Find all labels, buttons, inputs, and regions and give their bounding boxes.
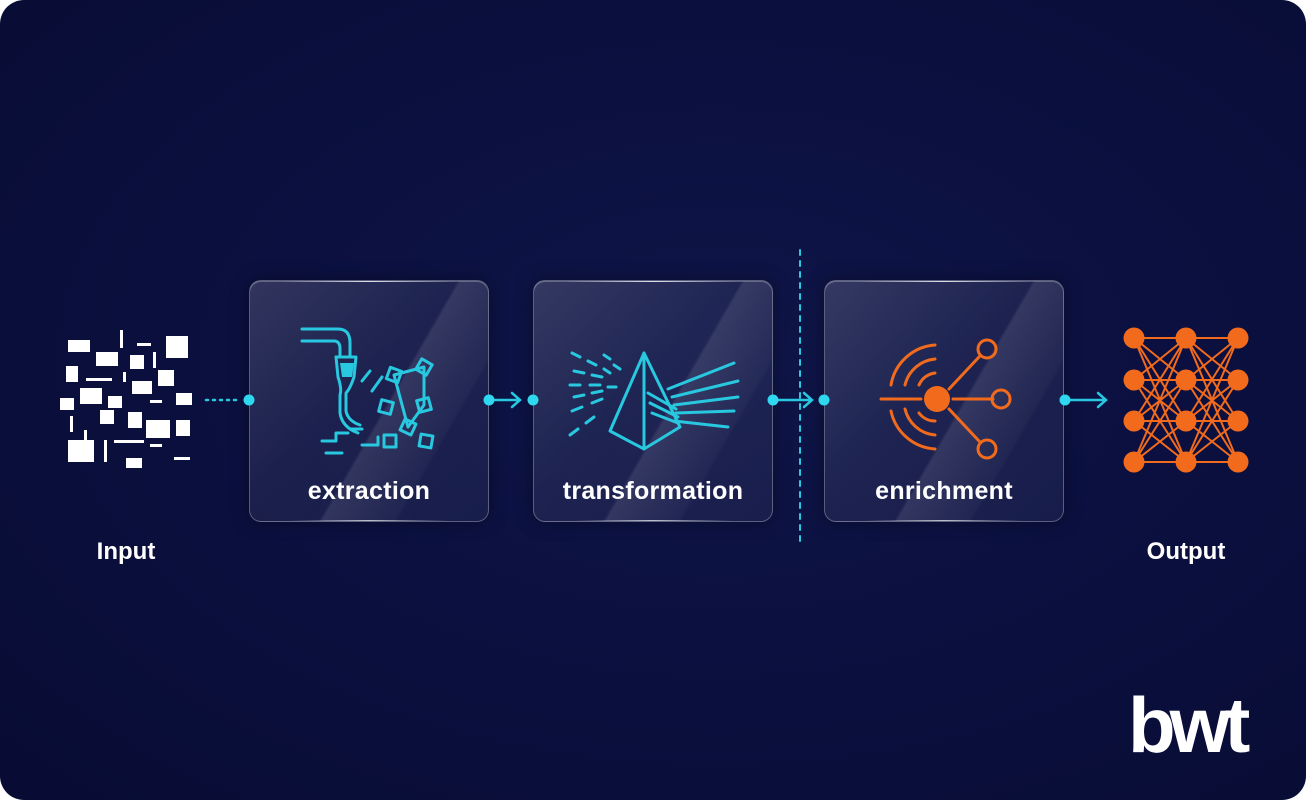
connector-node bbox=[243, 394, 255, 406]
bwt-logo-text: bwt bbox=[1128, 681, 1250, 769]
funnel-extraction-icon bbox=[300, 327, 435, 455]
input-label: Input bbox=[96, 538, 156, 565]
prism-icon bbox=[568, 351, 740, 451]
output-label: Output bbox=[1146, 538, 1226, 565]
connector-node bbox=[1059, 394, 1071, 406]
transformation-label: transformation bbox=[562, 477, 744, 505]
arrow-enrichment-output bbox=[1064, 391, 1108, 409]
extraction-card: extraction bbox=[249, 280, 489, 522]
connector-node bbox=[767, 394, 779, 406]
enrichment-label: enrichment bbox=[875, 477, 1013, 505]
enrichment-card: enrichment bbox=[824, 280, 1064, 522]
transformation-card: transformation bbox=[533, 280, 773, 522]
arrow-extraction-transformation bbox=[488, 391, 522, 409]
connector-node bbox=[818, 394, 830, 406]
extraction-label: extraction bbox=[307, 477, 431, 505]
connector-node bbox=[527, 394, 539, 406]
radar-network-icon bbox=[879, 338, 1012, 460]
arrow-transformation-enrichment bbox=[772, 391, 814, 409]
connector-node bbox=[483, 394, 495, 406]
